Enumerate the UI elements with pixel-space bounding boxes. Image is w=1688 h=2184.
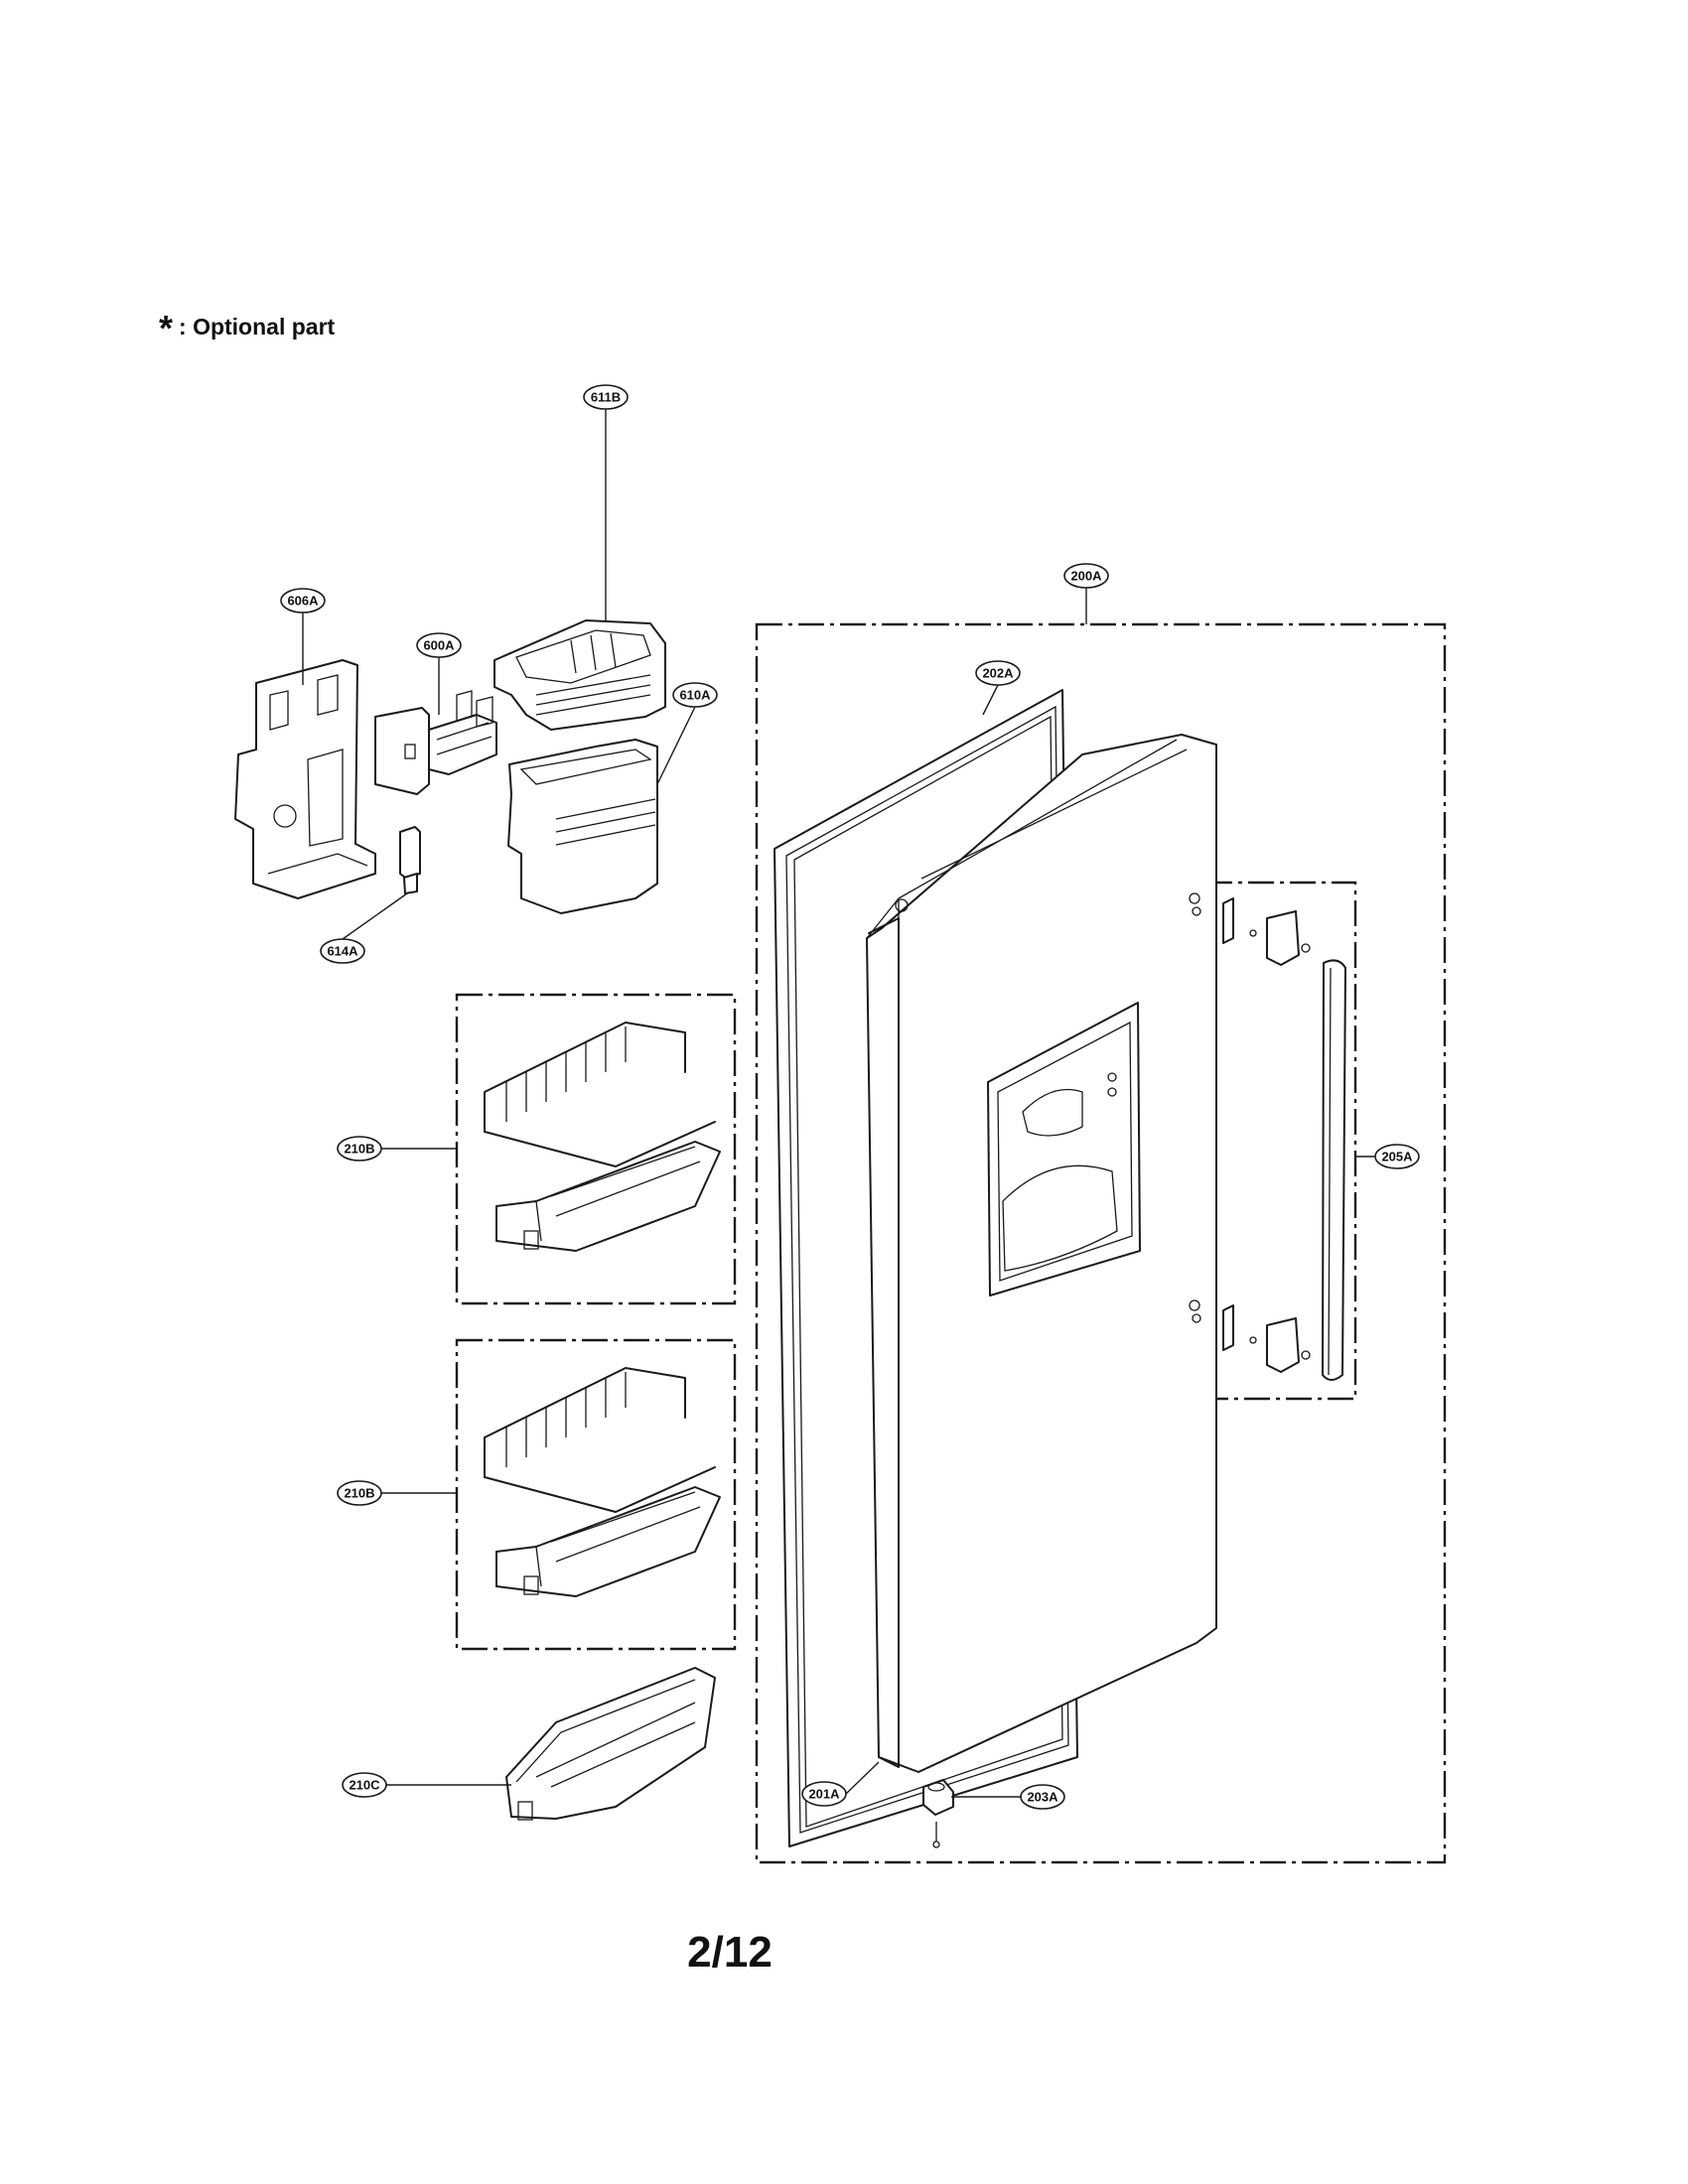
door-assembly-frame [755, 622, 1447, 1864]
callout-210b-bottom: 210B [337, 1480, 382, 1506]
door-gasket [774, 689, 1078, 1847]
svg-text:610A: 610A [679, 688, 711, 703]
icemaker-sensor [399, 826, 421, 894]
callout-203a: 203A [1020, 1784, 1065, 1810]
door-hinge-bracket [922, 1779, 954, 1848]
svg-text:210B: 210B [344, 1142, 374, 1157]
svg-text:606A: 606A [287, 594, 319, 609]
ice-bucket-cover [493, 619, 666, 731]
door-panel [866, 734, 1217, 1773]
callout-201a: 201A [801, 1781, 847, 1807]
svg-text:202A: 202A [982, 666, 1014, 681]
callout-205a: 205A [1374, 1144, 1420, 1169]
callout-600a: 600A [416, 632, 462, 658]
svg-text:614A: 614A [327, 944, 358, 959]
door-handle [1189, 892, 1346, 1381]
handle-assembly-frame [1204, 881, 1357, 1401]
callout-210b-top: 210B [337, 1136, 382, 1161]
optional-part-note: *: Optional part [159, 302, 336, 348]
optional-part-star: * [159, 308, 174, 348]
optional-part-label: : Optional part [179, 314, 336, 340]
svg-text:205A: 205A [1381, 1150, 1413, 1164]
callout-210c: 210C [342, 1772, 387, 1798]
icemaker [374, 690, 497, 795]
svg-text:600A: 600A [423, 638, 455, 653]
callout-606a: 606A [280, 588, 326, 614]
svg-text:203A: 203A [1027, 1790, 1058, 1805]
svg-text:210C: 210C [349, 1778, 380, 1793]
door-basket-top [484, 1022, 721, 1252]
callout-202a: 202A [975, 660, 1021, 686]
callout-611b: 611B [583, 384, 629, 410]
svg-text:201A: 201A [808, 1787, 840, 1802]
door-basket-bottom [484, 1367, 721, 1597]
svg-text:200A: 200A [1070, 569, 1102, 584]
svg-text:210B: 210B [344, 1486, 374, 1501]
basket-frame-bottom [455, 1338, 737, 1651]
svg-text:611B: 611B [591, 390, 621, 405]
ice-bucket [507, 739, 658, 914]
leader-lines [302, 409, 1375, 1798]
callout-614a: 614A [320, 938, 365, 964]
callout-610a: 610A [672, 682, 718, 708]
door-bin [505, 1667, 716, 1821]
callout-200a: 200A [1063, 563, 1109, 589]
icemaker-bracket [234, 659, 376, 899]
page-number: 2/12 [687, 1928, 773, 1977]
